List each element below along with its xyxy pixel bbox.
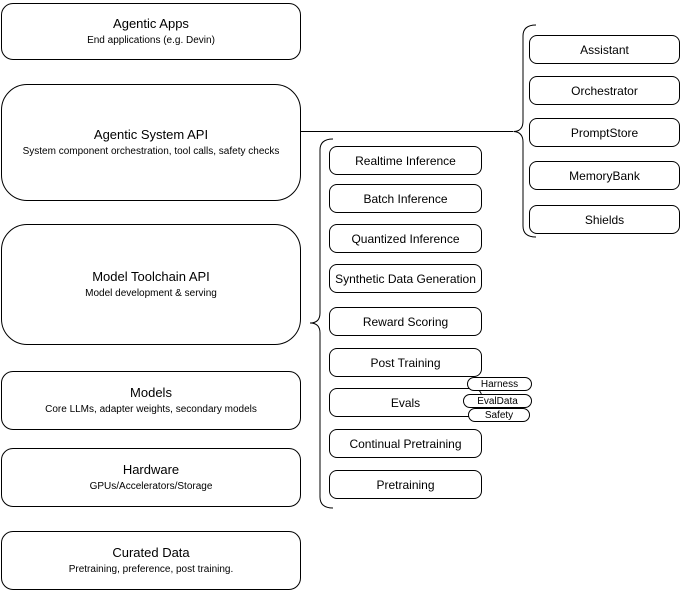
box-title: Hardware xyxy=(122,461,180,477)
brace-system-components xyxy=(513,24,537,238)
box-title: Models xyxy=(130,384,172,400)
box-subtitle: End applications (e.g. Devin) xyxy=(87,35,215,47)
box-title: Curated Data xyxy=(112,544,190,560)
toolchain-item-quantized-inference: Quantized Inference xyxy=(329,224,482,253)
box-model-toolchain-api: Model Toolchain API Model development & … xyxy=(1,224,301,345)
box-subtitle: Core LLMs, adapter weights, secondary mo… xyxy=(45,404,257,416)
toolchain-item-pretraining: Pretraining xyxy=(329,470,482,499)
toolchain-item-label: Pretraining xyxy=(376,477,435,492)
system-component-label: Assistant xyxy=(580,42,629,57)
eval-tag-label: Safety xyxy=(484,409,514,421)
toolchain-item-evals: Evals xyxy=(329,388,482,417)
eval-tag-harness: Harness xyxy=(467,377,532,391)
system-component-assistant: Assistant xyxy=(529,35,680,64)
toolchain-item-post-training: Post Training xyxy=(329,348,482,377)
brace-toolchain xyxy=(309,138,334,509)
toolchain-item-realtime-inference: Realtime Inference xyxy=(329,146,482,175)
system-component-orchestrator: Orchestrator xyxy=(529,76,680,105)
toolchain-item-reward-scoring: Reward Scoring xyxy=(329,307,482,336)
box-subtitle: Pretraining, preference, post training. xyxy=(68,564,234,576)
toolchain-item-label: Quantized Inference xyxy=(351,231,460,246)
system-component-label: PromptStore xyxy=(570,125,639,140)
box-subtitle: GPUs/Accelerators/Storage xyxy=(89,481,213,493)
toolchain-item-label: Realtime Inference xyxy=(355,153,456,168)
toolchain-item-label: Reward Scoring xyxy=(362,314,449,329)
toolchain-item-label: Post Training xyxy=(370,355,441,370)
eval-tag-safety: Safety xyxy=(468,408,530,422)
system-component-shields: Shields xyxy=(529,205,680,234)
toolchain-item-continual-pretraining: Continual Pretraining xyxy=(329,429,482,458)
box-title: Agentic System API xyxy=(93,126,209,142)
box-subtitle: System component orchestration, tool cal… xyxy=(22,146,280,158)
system-component-promptstore: PromptStore xyxy=(529,118,680,147)
toolchain-item-label: Continual Pretraining xyxy=(349,436,462,451)
eval-tag-label: EvalData xyxy=(477,395,518,407)
box-models: Models Core LLMs, adapter weights, secon… xyxy=(1,371,301,430)
toolchain-item-batch-inference: Batch Inference xyxy=(329,184,482,213)
box-curated-data: Curated Data Pretraining, preference, po… xyxy=(1,531,301,590)
toolchain-item-label: Batch Inference xyxy=(363,191,448,206)
system-component-label: Orchestrator xyxy=(571,83,638,98)
box-agentic-system-api: Agentic System API System component orch… xyxy=(1,84,301,201)
system-component-label: Shields xyxy=(584,212,625,227)
box-subtitle: Model development & serving xyxy=(85,288,217,300)
toolchain-item-synthetic-data-generation: Synthetic Data Generation xyxy=(329,264,482,293)
toolchain-item-label: Synthetic Data Generation xyxy=(335,271,476,286)
box-hardware: Hardware GPUs/Accelerators/Storage xyxy=(1,448,301,507)
system-component-memorybank: MemoryBank xyxy=(529,161,680,190)
box-title: Agentic Apps xyxy=(113,15,189,31)
system-component-label: MemoryBank xyxy=(569,168,640,183)
eval-tag-evaldata: EvalData xyxy=(463,394,532,408)
toolchain-item-label: Evals xyxy=(390,395,421,410)
eval-tag-label: Harness xyxy=(480,378,519,390)
box-agentic-apps: Agentic Apps End applications (e.g. Devi… xyxy=(1,3,301,60)
box-title: Model Toolchain API xyxy=(92,268,210,284)
